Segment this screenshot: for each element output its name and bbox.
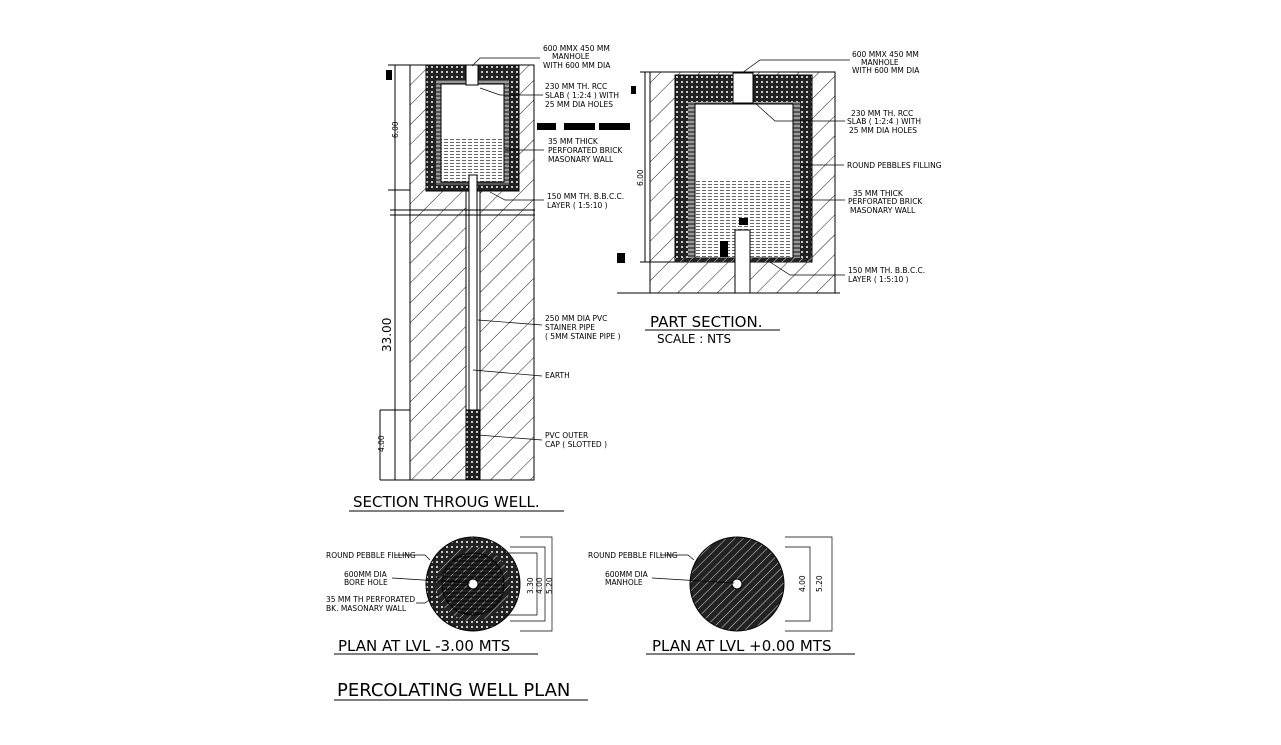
label-manhole: 600 MMX 450 MM: [852, 50, 919, 59]
plan-title: PLAN AT LVL +0.00 MTS: [652, 637, 831, 655]
label-manhole: WITH 600 MM DIA: [543, 61, 611, 70]
label-manhole: 600 MMX 450 MM: [543, 44, 610, 53]
label-wall: 35 MM TH PERFORATED: [326, 595, 415, 604]
label-bore: 600MM DIA: [344, 570, 388, 579]
manhole-opening: [465, 64, 479, 86]
label-slab: 25 MM DIA HOLES: [545, 100, 613, 109]
pvc-pipe: [734, 229, 751, 294]
label-manhole: MANHOLE: [861, 58, 899, 67]
dimension-label: 6.00: [391, 121, 400, 138]
label-slab: SLAB ( 1:2:4 ) WITH: [847, 117, 921, 126]
label-slab: 230 MM TH. RCC: [851, 109, 913, 118]
label-manhole: MANHOLE: [605, 578, 643, 587]
plan-lvl-zero: ROUND PEBBLE FILLING 600MM DIA MANHOLE 4…: [588, 536, 855, 655]
label-bbcc: LAYER ( 1:5:10 ): [547, 201, 608, 210]
label-bbcc: LAYER ( 1:5:10 ): [848, 275, 909, 284]
label-bore: BORE HOLE: [344, 578, 388, 587]
label-pebble: ROUND PEBBLE FILLING: [326, 551, 416, 560]
label-earth: EARTH: [545, 371, 570, 380]
label-wall: BK. MASONARY WALL: [326, 604, 407, 613]
dimension-label: 5.20: [815, 575, 824, 592]
plan-title: PLAN AT LVL -3.00 MTS: [338, 637, 510, 655]
label-slab: SLAB ( 1:2:4 ) WITH: [545, 91, 619, 100]
label-pipe: ( 5MM STAINE PIPE ): [545, 332, 621, 341]
dimension-label: 4.00: [798, 575, 807, 592]
dimension-label: 5.20: [545, 577, 554, 594]
main-title: PERCOLATING WELL PLAN: [337, 680, 570, 701]
scale-label: SCALE : NTS: [657, 332, 731, 346]
dimension-label: 3.30: [526, 577, 535, 594]
label-cap: PVC OUTER: [545, 431, 588, 440]
dimension-label: 33.00: [380, 318, 394, 352]
label-bbcc: 150 MM TH. B.B.C.C.: [848, 266, 925, 275]
label-wall: PERFORATED BRICK: [848, 197, 923, 206]
section-through-well: 600 MMX 450 MM MANHOLE WITH 600 MM DIA 2…: [349, 44, 630, 512]
label-manhole: WITH 600 MM DIA: [852, 66, 920, 75]
plan-lvl-minus-3: ROUND PEBBLE FILLING 600MM DIA BORE HOLE…: [326, 536, 554, 655]
label-pebbles: ROUND PEBBLES FILLING: [847, 161, 942, 170]
label-manhole: 600MM DIA: [605, 570, 649, 579]
manhole-opening: [732, 72, 754, 104]
pvc-outer-cap: [465, 409, 481, 481]
label-bbcc: 150 MM TH. B.B.C.C.: [547, 192, 624, 201]
dimension-label: 6.00: [636, 169, 645, 186]
label-wall: PERFORATED BRICK: [548, 146, 623, 155]
label-cap: CAP ( SLOTTED ): [545, 440, 607, 449]
label-pebble: ROUND PEBBLE FILLING: [588, 551, 678, 560]
label-slab: 230 MM TH. RCC: [545, 82, 607, 91]
label-slab: 25 MM DIA HOLES: [849, 126, 917, 135]
part-section: 600 MMX 450 MM MANHOLE WITH 600 MM DIA 2…: [617, 50, 942, 346]
dimension-label: 4.00: [377, 435, 386, 452]
label-manhole: MANHOLE: [552, 52, 590, 61]
label-wall: 35 MM THICK: [548, 137, 599, 146]
label-pipe: STAINER PIPE: [545, 323, 595, 332]
label-pipe: 250 MM DIA PVC: [545, 314, 607, 323]
section-title: SECTION THROUG WELL.: [353, 493, 540, 511]
dimension-label: 4.00: [535, 577, 544, 594]
label-wall: MASONARY WALL: [850, 206, 916, 215]
label-wall: MASONARY WALL: [548, 155, 614, 164]
part-section-title: PART SECTION.: [650, 313, 762, 331]
label-wall: 35 MM THICK: [853, 189, 904, 198]
